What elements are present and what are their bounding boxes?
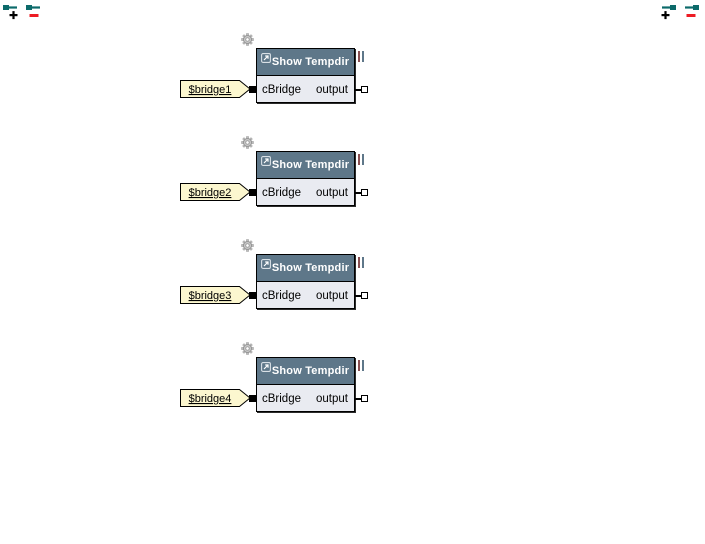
component-box[interactable]: Show Tempdir cBridge output [256,357,355,412]
component-title: Show Tempdir [271,262,350,274]
input-param-label[interactable]: cBridge [262,187,301,199]
input-param-label[interactable]: cBridge [262,84,301,96]
component-box[interactable]: Show Tempdir cBridge output [256,48,355,103]
constant-input-label[interactable]: $bridge3 [180,286,251,304]
component-body: cBridge output [257,179,354,207]
function-component[interactable]: Show Tempdir cBridge output $bridge4 [180,342,380,417]
output-param-label[interactable]: output [316,393,348,405]
output-param-label[interactable]: output [316,290,348,302]
output-connector-line [355,192,361,194]
output-param-label[interactable]: output [316,187,348,199]
parallel-bars-icon [358,154,365,165]
component-header[interactable]: Show Tempdir [257,152,354,179]
component-title: Show Tempdir [271,56,350,68]
component-title: Show Tempdir [271,159,350,171]
component-box[interactable]: Show Tempdir cBridge output [256,254,355,309]
corner-tools-right [658,2,701,22]
input-connector[interactable] [249,292,256,299]
input-connector[interactable] [249,395,256,402]
open-external-icon [261,259,271,269]
output-connector-line [355,89,361,91]
component-body: cBridge output [257,76,354,104]
output-connector[interactable] [361,86,368,93]
insert-output-icon[interactable] [658,2,678,22]
component-body: cBridge output [257,282,354,310]
output-connector[interactable] [361,189,368,196]
component-header[interactable]: Show Tempdir [257,358,354,385]
parallel-bars-icon [358,360,365,371]
input-param-label[interactable]: cBridge [262,290,301,302]
constant-input-text: $bridge2 [189,187,232,199]
constant-input-text: $bridge4 [189,393,232,405]
output-connector[interactable] [361,292,368,299]
constant-input-label[interactable]: $bridge4 [180,389,251,407]
component-box[interactable]: Show Tempdir cBridge output [256,151,355,206]
gear-icon[interactable] [241,239,254,252]
gear-icon[interactable] [241,33,254,46]
gear-icon[interactable] [241,342,254,355]
insert-input-icon[interactable] [2,2,22,22]
input-param-label[interactable]: cBridge [262,393,301,405]
parallel-bars-icon [358,257,365,268]
constant-input-text: $bridge1 [189,84,232,96]
open-external-icon [261,156,271,166]
corner-tools-left [2,2,45,22]
function-component[interactable]: Show Tempdir cBridge output $bridge2 [180,136,380,211]
input-connector[interactable] [249,86,256,93]
remove-input-icon[interactable] [25,2,45,22]
component-header[interactable]: Show Tempdir [257,49,354,76]
output-connector[interactable] [361,395,368,402]
constant-input-label[interactable]: $bridge2 [180,183,251,201]
component-header[interactable]: Show Tempdir [257,255,354,282]
open-external-icon [261,362,271,372]
component-body: cBridge output [257,385,354,413]
output-connector-line [355,295,361,297]
function-component[interactable]: Show Tempdir cBridge output $bridge3 [180,239,380,314]
remove-output-icon[interactable] [681,2,701,22]
output-param-label[interactable]: output [316,84,348,96]
output-connector-line [355,398,361,400]
function-component[interactable]: Show Tempdir cBridge output $bridge1 [180,33,380,108]
open-external-icon [261,53,271,63]
input-connector[interactable] [249,189,256,196]
component-title: Show Tempdir [271,365,350,377]
constant-input-label[interactable]: $bridge1 [180,80,251,98]
parallel-bars-icon [358,51,365,62]
constant-input-text: $bridge3 [189,290,232,302]
gear-icon[interactable] [241,136,254,149]
